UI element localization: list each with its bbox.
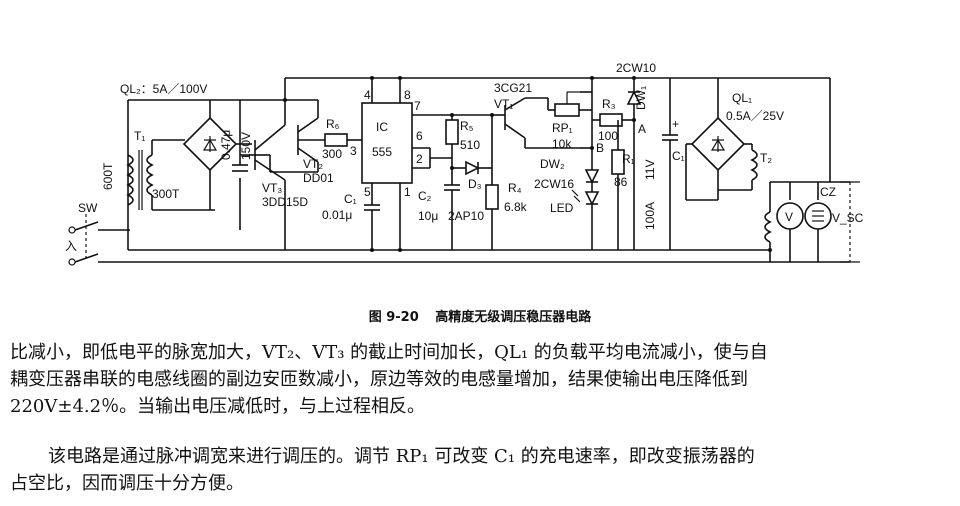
t1-secondary-label: 300T [152, 187, 180, 201]
vt2-type-label: DD01 [303, 171, 334, 185]
r5-value: 510 [460, 138, 480, 152]
vt1-type-label: 3CG21 [494, 81, 532, 95]
paragraph-2-line-1: 该电路是通过脉冲调宽来进行调压的。调节 RP₁ 可改变 C₁ 的充电速率，即改变… [48, 446, 755, 467]
led-label: LED [550, 201, 574, 215]
r6-value: 300 [322, 147, 342, 161]
paragraph-1: 比减小，即低电平的脉宽加大，VT₂、VT₃ 的截止时间加长，QL₁ 的负载平均电… [10, 339, 940, 420]
node-a-label: A [638, 122, 646, 136]
bridge-ql2 [182, 100, 252, 210]
r5-label: R₅ [460, 119, 474, 133]
v11-label: 11V [643, 160, 657, 180]
paragraph-2-line-2: 占空比，因而调压十分方便。 [10, 473, 244, 494]
paragraph-2: 该电路是通过脉冲调宽来进行调压的。调节 RP₁ 可改变 C₁ 的充电速率，即改变… [10, 443, 940, 497]
figure-caption: 图 9-20 高精度无级调压稳压器电路 [0, 306, 960, 325]
vt1-label: VT₁ [494, 97, 513, 111]
rp1-label: RP₁ [552, 121, 573, 135]
cap-150v-label: 150V [239, 132, 253, 160]
r1-rating-label: 100A [643, 202, 657, 230]
node-b-label: B [596, 141, 604, 155]
ql1-rating-label: 0.5A／25V [726, 109, 784, 123]
d3-label: D₃ [468, 177, 482, 191]
r1-label: R₁ [622, 152, 635, 166]
dw2-label: DW₂ [540, 157, 565, 171]
ic-pin4-label: 4 [364, 88, 371, 102]
r6-label: R₆ [326, 117, 340, 131]
figure-title: 高精度无级调压稳压器电路 [435, 310, 592, 325]
r1-value: 86 [614, 175, 628, 189]
t1-label: T₁ [134, 129, 145, 143]
r4-value: 6.8k [504, 200, 528, 214]
ic-pin1-label: 1 [404, 185, 411, 199]
ic-pin8-label: 8 [404, 88, 411, 102]
ic-pin6-label: 6 [416, 129, 423, 143]
ic-type-label: 555 [372, 145, 392, 159]
c1-right-plus: + [672, 117, 679, 131]
dw1-type-label: 2CW10 [616, 61, 656, 75]
zener-dw2 [584, 169, 600, 184]
dw2-type-label: 2CW16 [534, 177, 574, 191]
c1-left-value: 0.01μ [322, 208, 352, 222]
ic-pin5-label: 5 [364, 185, 371, 199]
paragraph-1-line-3: 220V±4.2％。当输出电压减低时，与上过程相反。 [10, 396, 426, 417]
d3-type-label: 2AP10 [448, 209, 484, 223]
vt3-type-label: 3DD15D [262, 195, 308, 209]
ic-label: IC [376, 120, 388, 134]
vt3-label: VT₃ [262, 181, 282, 195]
t1-primary-label: 600T [101, 162, 115, 190]
ic-pin3-label: 3 [350, 144, 357, 158]
cap-047-label: 0.47μ [219, 130, 233, 160]
transformer-t1 [126, 100, 215, 230]
vsc-label: V_SC [832, 211, 864, 225]
ic-555 [361, 102, 413, 184]
resistor-r4 [485, 184, 499, 210]
led-indicator [571, 189, 600, 206]
bridge-ql1 [685, 78, 752, 201]
figure-number: 图 9-20 [368, 310, 419, 325]
c1-left-label: C₁ [344, 192, 357, 206]
ic-pin2-label: 2 [416, 152, 423, 166]
ql2-label: QL₂：5A／100V [120, 82, 207, 96]
r4-label: R₄ [508, 181, 522, 195]
r3-value: 100 [598, 129, 618, 143]
ic-pin7-label: 7 [414, 99, 421, 113]
transistor-vt3 [240, 100, 286, 250]
dw1-label: DW₁ [634, 86, 648, 110]
rp1-value: 10k [552, 137, 572, 151]
c2-label: C₂ [418, 189, 432, 203]
resistor-r5 [445, 119, 459, 145]
circuit-diagram: SW 入 600T T₁ 300T QL₂：5A／100V 0.47μ 150V [65, 61, 864, 266]
input-switch [68, 214, 770, 266]
diode-d3 [465, 160, 480, 176]
paragraph-1-line-1: 比减小，即低电平的脉宽加大，VT₂、VT₃ 的截止时间加长，QL₁ 的负载平均电… [10, 342, 768, 363]
c1-right-label: C₁ [672, 149, 685, 163]
input-label: 入 [65, 239, 77, 253]
ql1-label: QL₁ [732, 91, 752, 105]
voltmeter-label: V [785, 210, 793, 224]
transistor-vt2 [255, 99, 319, 173]
vt2-label: VT₂ [303, 157, 323, 171]
sw-label: SW [78, 201, 98, 215]
r3-label: R₃ [602, 97, 616, 111]
t2-label: T₂ [760, 151, 772, 165]
resistor-r6 [324, 133, 348, 147]
potentiometer-rp1[interactable] [554, 103, 580, 117]
c2-value: 10μ [418, 209, 438, 223]
paragraph-1-line-2: 耦变压器串联的电感线圈的副边安匝数减小，原边等效的电感量增加，结果使输出电压降低… [10, 369, 748, 390]
cz-label: CZ [820, 185, 836, 199]
transistor-vt1 [492, 97, 580, 149]
